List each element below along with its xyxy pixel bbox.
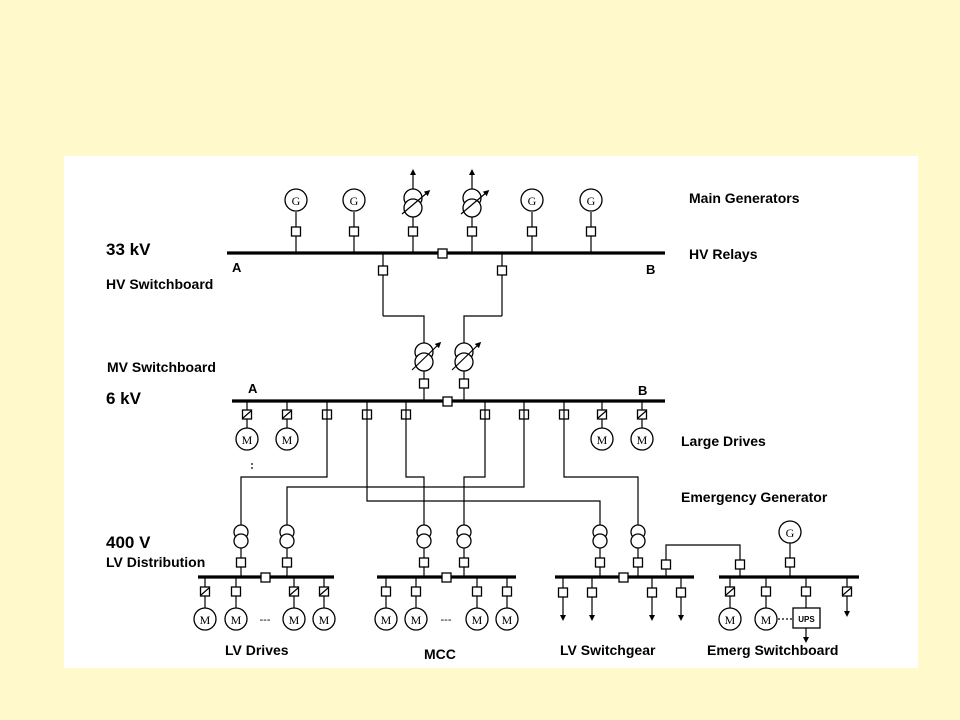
svg-text:UPS: UPS [798, 615, 815, 624]
label-hv-switchboard: HV Switchboard [106, 276, 213, 292]
lv-switchgear-feeder [586, 577, 598, 621]
svg-text:M: M [381, 613, 392, 627]
label-mcc: MCC [424, 646, 456, 662]
svg-text:M: M [200, 613, 211, 627]
lv-drive-motor: M [224, 577, 248, 631]
svg-text:G: G [350, 194, 359, 208]
label-33kv: 33 kV [106, 240, 151, 259]
hv-to-mv-feeder [463, 253, 508, 343]
svg-text:G: G [292, 194, 301, 208]
hv-bus-tie-breaker [437, 248, 448, 259]
mv-to-lv-feeder [286, 401, 530, 527]
hv-outgoing-transformer [460, 169, 490, 253]
mcc-dashes: --- [441, 614, 452, 626]
mv-to-lv-feeder [463, 401, 491, 527]
label-lv-switchgear: LV Switchgear [560, 642, 656, 658]
lv-transformer [416, 524, 432, 577]
lv-switchgear-feeder [557, 577, 569, 621]
hv-main-generator: G [342, 188, 366, 253]
mv-incoming-transformer [411, 341, 442, 401]
label-hv-bus-a: A [232, 260, 242, 275]
emerg-feeder [841, 577, 853, 617]
mcc-tie-breaker [441, 572, 452, 583]
lv-switchgear-tie-breaker [618, 572, 629, 583]
lv-transformer [279, 524, 295, 577]
lv-drives-tie-breaker [260, 572, 271, 583]
mcc-motor: M [404, 577, 428, 631]
svg-text:G: G [528, 194, 537, 208]
label-emergency-generator: Emergency Generator [681, 489, 828, 505]
mcc-motor: M [465, 577, 489, 631]
mv-to-lv-feeder [240, 401, 333, 527]
diagram-panel: G G G G [64, 156, 918, 668]
single-line-diagram: G G G G [106, 169, 859, 662]
label-mv-switchboard: MV Switchboard [107, 359, 216, 375]
svg-text:G: G [786, 526, 795, 540]
label-hv-bus-b: B [646, 262, 655, 277]
svg-text:M: M [289, 613, 300, 627]
lv-drive-motor: M [312, 577, 336, 631]
lv-transformer [630, 524, 646, 577]
mv-to-lv-feeder [361, 401, 601, 527]
lv-switchgear-feeder [646, 577, 658, 621]
mcc-motor: M [374, 577, 398, 631]
label-mv-bus-a: A [248, 381, 258, 396]
hv-main-generator: G [520, 188, 544, 253]
label-mv-bus-b: B [638, 383, 647, 398]
lv-switchgear-feeder [675, 577, 687, 621]
mcc-motor: M [495, 577, 519, 631]
hv-to-mv-feeder [377, 253, 425, 343]
ups-unit: UPS [792, 577, 821, 643]
lv-transformer [456, 524, 472, 577]
mv-incoming-transformer [451, 341, 482, 401]
mv-large-drive: M [590, 401, 614, 451]
svg-text:M: M [411, 613, 422, 627]
svg-text:M: M [319, 613, 330, 627]
mv-to-lv-feeder [400, 401, 425, 527]
svg-text:G: G [587, 194, 596, 208]
lv-transformer [233, 524, 249, 577]
label-6kv: 6 kV [106, 389, 142, 408]
svg-text:M: M [231, 613, 242, 627]
label-hv-relays: HV Relays [689, 246, 758, 262]
emergency-generator: G [778, 520, 802, 577]
mv-large-drive: M [630, 401, 654, 451]
label-400v: 400 V [106, 533, 151, 552]
svg-text:M: M [597, 433, 608, 447]
svg-text:M: M [761, 613, 772, 627]
mv-large-drive: M [275, 401, 299, 451]
svg-text:M: M [725, 613, 736, 627]
lv-drive-motor: M [282, 577, 306, 631]
svg-text:M: M [502, 613, 513, 627]
mv-bus-tie-breaker [442, 396, 453, 407]
label-lv-drives: LV Drives [225, 642, 289, 658]
svg-text:M: M [472, 613, 483, 627]
lv-transformer [592, 524, 608, 577]
svg-text:M: M [637, 433, 648, 447]
lv-drive-motor: M [193, 577, 217, 631]
lv-drives-dashes: --- [260, 614, 271, 626]
hv-outgoing-transformer [401, 169, 431, 253]
emergency-interconnect [660, 544, 746, 577]
mv-to-lv-feeder [558, 401, 639, 527]
mv-large-drive: M [235, 401, 259, 451]
label-main-generators: Main Generators [689, 190, 800, 206]
label-emerg-switchboard: Emerg Switchboard [707, 642, 838, 658]
emerg-motor: M [754, 577, 778, 631]
svg-text:M: M [242, 433, 253, 447]
label-large-drives: Large Drives [681, 433, 766, 449]
hv-main-generator: G [284, 188, 308, 253]
hv-main-generator: G [579, 188, 603, 253]
label-lv-distribution: LV Distribution [106, 554, 205, 570]
emerg-motor: M [718, 577, 742, 631]
svg-text:M: M [282, 433, 293, 447]
